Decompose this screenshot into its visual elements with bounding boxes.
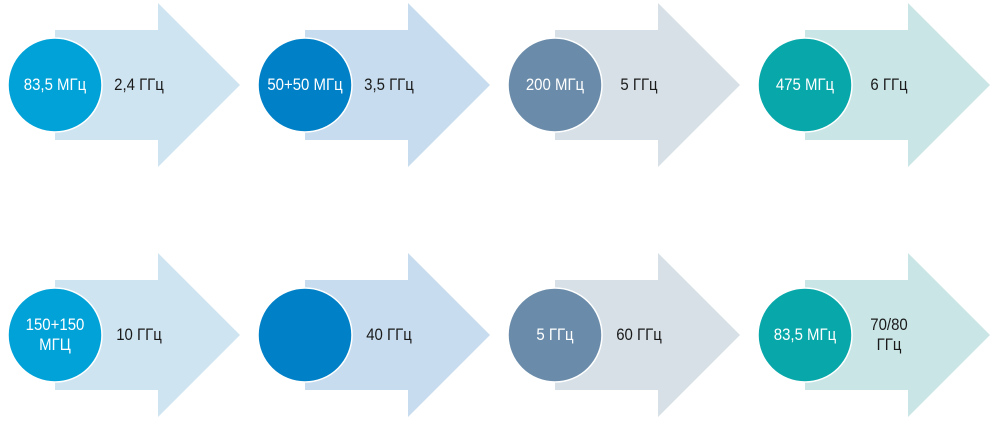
circle-label: 5 ГГц [536, 325, 574, 345]
frequency-item: 475 МГц 6 ГГц [750, 0, 1000, 170]
arrow-label: 40 ГГц [366, 325, 412, 345]
arrow [555, 3, 740, 167]
arrow-shape [507, 3, 740, 167]
frequency-circle [7, 37, 103, 133]
arrow-label: 10 ГГц [116, 325, 162, 345]
frequency-item: 5 ГГц 60 ГГц [500, 250, 750, 420]
circle-label: 150+150 МГЦ [25, 315, 85, 354]
arrow [55, 3, 240, 167]
frequency-item: 150+150 МГЦ 10 ГГц [0, 250, 250, 420]
arrow [305, 253, 490, 417]
arrow [305, 3, 490, 167]
circle-label: 200 МГц [525, 75, 585, 95]
arrow-label: 60 ГГц [616, 325, 662, 345]
arrow-shape [507, 253, 740, 417]
arrow [55, 253, 240, 417]
circle-label: 83,5 МГц [23, 75, 87, 95]
frequency-circle [507, 287, 603, 383]
arrow-shape [257, 3, 490, 167]
arrow-label: 70/80 ГГц [870, 315, 908, 354]
frequency-circle [507, 37, 603, 133]
frequency-circle [7, 287, 103, 383]
arrow [805, 3, 990, 167]
arrow-label: 3,5 ГГц [364, 75, 414, 95]
frequency-circle [257, 287, 353, 383]
arrow-shape [257, 253, 490, 417]
arrow [805, 253, 990, 417]
arrow-label: 2,4 ГГц [114, 75, 164, 95]
frequency-item: 83,5 МГц 70/80 ГГц [750, 250, 1000, 420]
arrow-shape [757, 3, 990, 167]
circle-label: 50+50 МГц [267, 75, 343, 95]
circle-label [264, 289, 347, 381]
frequency-circle [757, 37, 853, 133]
arrow-shape [757, 253, 990, 417]
frequency-item: 40 ГГц [250, 250, 500, 420]
circle-label: 475 МГц [775, 75, 835, 95]
arrow-label: 5 ГГц [620, 75, 658, 95]
arrow-shape [7, 253, 240, 417]
frequency-item: 50+50 МГц 3,5 ГГц [250, 0, 500, 170]
circle-label: 83,5 МГц [773, 325, 837, 345]
frequency-circle [757, 287, 853, 383]
arrow [555, 253, 740, 417]
arrow-label: 6 ГГц [870, 75, 908, 95]
arrow-shape [7, 3, 240, 167]
frequency-item: 83,5 МГц 2,4 ГГц [0, 0, 250, 170]
frequency-circle [257, 37, 353, 133]
frequency-item: 200 МГц 5 ГГц [500, 0, 750, 170]
